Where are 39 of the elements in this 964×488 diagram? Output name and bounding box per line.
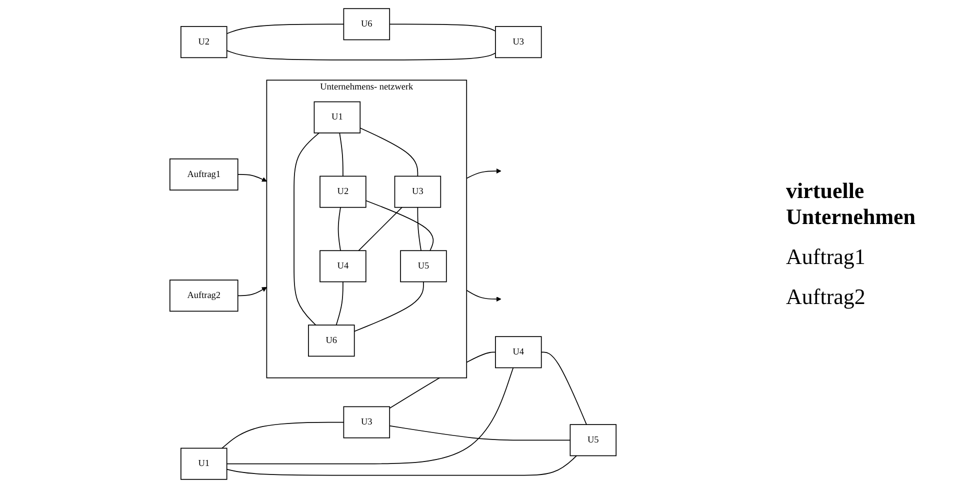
node-box: U2 [320,176,366,208]
connector [294,132,320,326]
connector [226,367,514,464]
connector [226,24,344,34]
connector [222,422,344,449]
connector [365,200,434,252]
connector [540,352,587,425]
caption-text: Auftrag2 [786,284,866,310]
connector [354,281,424,332]
node-box: Auftrag1 [169,158,238,190]
node-box: U1 [314,101,361,134]
node-box: U6 [308,324,355,357]
node-box: U3 [343,406,390,438]
connector [339,132,344,177]
node-box: U2 [180,26,228,58]
node-box: U3 [394,176,442,208]
connector [358,206,402,252]
node-box: U4 [495,336,542,368]
arrow [237,287,267,296]
node-box: U1 [180,448,228,480]
arrow [237,174,267,182]
heading: virtuelle Unternehmen [786,178,917,230]
connector [389,425,571,441]
node-box: U3 [495,26,542,58]
arrow [466,168,502,179]
connector [360,128,418,177]
connector [226,455,578,476]
node-box: U4 [320,250,366,282]
connector [338,206,341,252]
node-box: U5 [570,424,617,456]
connector [417,206,422,252]
arrow [466,290,502,302]
connector [336,281,344,326]
connector [389,24,496,32]
node-box: U6 [343,8,390,40]
caption-text: Auftrag1 [786,244,866,270]
node-box: Auftrag2 [169,280,238,312]
node-box: U5 [400,250,447,282]
connector [226,50,496,60]
